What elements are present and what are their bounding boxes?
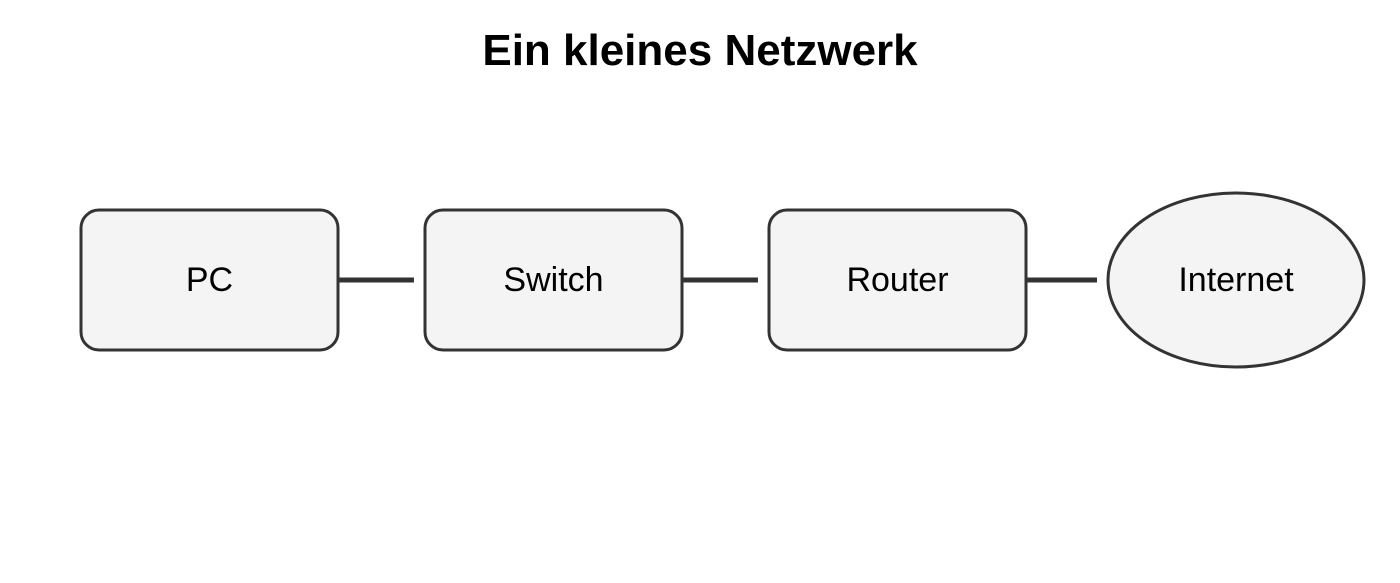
node-switch: Switch	[423, 208, 684, 352]
node-switch-label: Switch	[503, 261, 603, 299]
diagram-title: Ein kleines Netzwerk	[482, 26, 918, 75]
node-pc-label: PC	[186, 261, 233, 299]
node-internet-label: Internet	[1178, 261, 1294, 299]
node-router-shape	[767, 208, 1028, 352]
node-pc-shape	[79, 208, 340, 352]
node-internet-shape	[1106, 191, 1366, 369]
node-pc: PC	[79, 208, 340, 352]
node-internet: Internet	[1106, 191, 1366, 369]
node-router: Router	[767, 208, 1028, 352]
node-switch-shape	[423, 208, 684, 352]
node-router-label: Router	[846, 261, 948, 299]
